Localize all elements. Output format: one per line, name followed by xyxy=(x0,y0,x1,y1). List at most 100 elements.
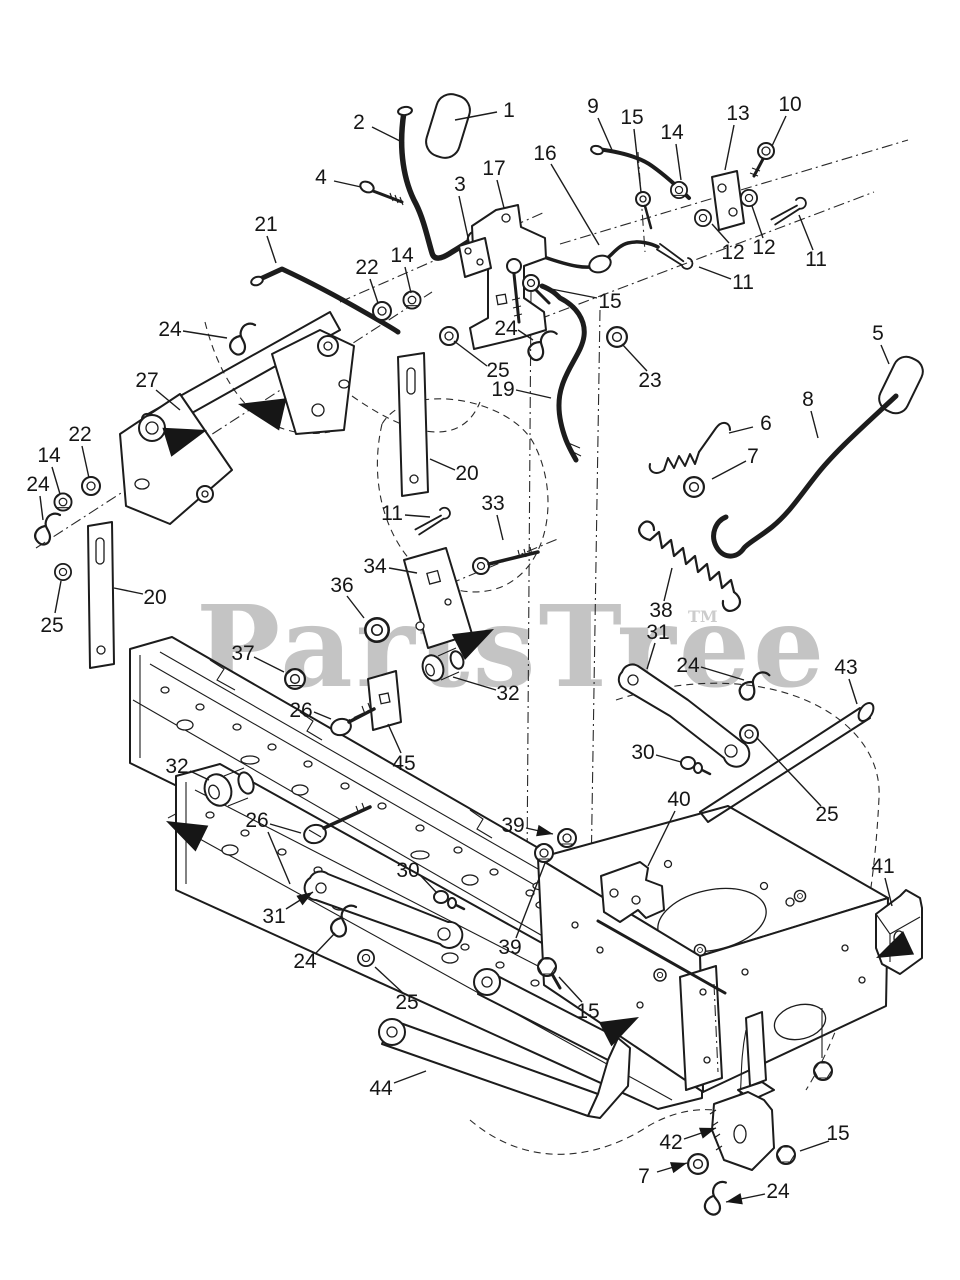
clip-24-bottom xyxy=(700,1180,733,1218)
callout-30: 30 xyxy=(396,859,419,882)
plate-13 xyxy=(711,170,745,231)
washer-7-upper xyxy=(682,476,706,498)
callout-26: 26 xyxy=(245,809,268,832)
callout-30: 30 xyxy=(631,741,654,764)
direction-arrow xyxy=(699,1127,716,1139)
nut-39-lower xyxy=(534,843,554,863)
leader-line-39 xyxy=(515,862,546,939)
bolt-15-bracket42 xyxy=(776,1145,796,1165)
callout-24: 24 xyxy=(293,950,317,973)
callout-7: 7 xyxy=(638,1165,650,1188)
direction-arrow xyxy=(238,398,287,431)
bolt-30-lower xyxy=(433,890,466,911)
callout-20: 20 xyxy=(143,586,166,609)
callout-11: 11 xyxy=(732,271,754,294)
callout-43: 43 xyxy=(834,656,857,679)
leader-line-12 xyxy=(751,205,764,239)
leader-line-27 xyxy=(155,389,181,411)
leader-line-44 xyxy=(393,1070,427,1084)
callout-22: 22 xyxy=(355,256,378,279)
callout-23: 23 xyxy=(638,369,661,392)
link-31-lower xyxy=(303,870,464,949)
callout-25: 25 xyxy=(40,614,63,637)
plate-45 xyxy=(367,670,402,731)
direction-arrow xyxy=(166,821,209,852)
callout-25: 25 xyxy=(815,803,838,826)
leader-line-10 xyxy=(771,115,787,147)
rod-19 xyxy=(539,283,587,463)
leader-line-20 xyxy=(429,458,456,471)
leader-line-8 xyxy=(810,410,819,439)
leader-line-24 xyxy=(700,666,745,681)
leader-line-23 xyxy=(621,343,648,372)
leader-line-14 xyxy=(51,466,61,495)
callout-14: 14 xyxy=(37,444,61,467)
drawbar-44 xyxy=(378,968,631,1119)
spring-6 xyxy=(648,422,731,474)
callout-31: 31 xyxy=(262,905,285,928)
nut-37 xyxy=(284,667,306,691)
leader-line-4 xyxy=(333,180,362,188)
bushing-32-upper xyxy=(421,647,465,682)
callout-17: 17 xyxy=(482,157,505,180)
callout-22: 22 xyxy=(68,423,91,446)
leader-line-15 xyxy=(558,976,583,1003)
callout-8: 8 xyxy=(802,388,814,411)
leader-line-38 xyxy=(663,567,673,602)
callout-39: 39 xyxy=(498,936,521,959)
leader-line-5 xyxy=(880,344,890,365)
leader-line-12 xyxy=(711,223,730,244)
callout-7: 7 xyxy=(747,445,759,468)
bushing-32-lower xyxy=(203,767,255,807)
direction-arrow xyxy=(162,427,207,457)
lift-shaft-27 xyxy=(119,311,355,525)
direction-arrow xyxy=(876,931,915,958)
leader-line-24 xyxy=(182,330,228,339)
leader-line-11 xyxy=(798,214,814,251)
bolt-15-under-frame xyxy=(813,1061,833,1081)
nut-14-left xyxy=(53,492,73,512)
callout-32: 32 xyxy=(496,682,519,705)
callout-31: 31 xyxy=(646,621,669,644)
knob-1 xyxy=(425,93,471,159)
leader-line-41 xyxy=(884,877,893,907)
callout-33: 33 xyxy=(481,492,504,515)
leader-line-32 xyxy=(189,770,210,781)
cotter-pin-11-mid xyxy=(653,242,696,271)
bolt-30-upper xyxy=(680,756,712,776)
leader-line-11 xyxy=(698,266,732,280)
leader-line-34 xyxy=(388,567,418,574)
leader-line-21 xyxy=(266,235,277,264)
callout-6: 6 xyxy=(760,412,772,435)
callout-24: 24 xyxy=(766,1180,790,1203)
link-31-upper xyxy=(617,663,751,768)
rod-21 xyxy=(250,266,401,335)
leader-line-32 xyxy=(452,676,497,691)
lever-8 xyxy=(711,393,899,559)
callout-13: 13 xyxy=(726,102,749,125)
leader-line-9 xyxy=(597,117,613,151)
callout-1: 1 xyxy=(503,99,515,122)
leader-line-31 xyxy=(646,642,656,670)
leader-line-37 xyxy=(253,656,285,673)
callout-15: 15 xyxy=(576,1000,599,1023)
leader-line-14 xyxy=(404,266,412,294)
callout-26: 26 xyxy=(289,699,312,722)
leader-line-36 xyxy=(346,595,365,619)
leader-line-13 xyxy=(724,124,735,171)
leader-line-15 xyxy=(799,1140,830,1152)
callout-14: 14 xyxy=(660,121,684,144)
callout-2: 2 xyxy=(353,111,365,134)
callout-21: 21 xyxy=(254,213,277,236)
callout-15: 15 xyxy=(826,1122,849,1145)
callout-5: 5 xyxy=(872,322,884,345)
nut-14-top xyxy=(670,180,688,200)
leader-line-3 xyxy=(458,195,470,243)
cotter-pin-11-top-right xyxy=(769,189,810,234)
cotter-pin-11-center xyxy=(413,499,454,544)
callout-15: 15 xyxy=(620,106,643,129)
leader-line-26 xyxy=(269,823,302,834)
leader-line-1 xyxy=(454,111,498,121)
rod-16 xyxy=(542,240,660,274)
